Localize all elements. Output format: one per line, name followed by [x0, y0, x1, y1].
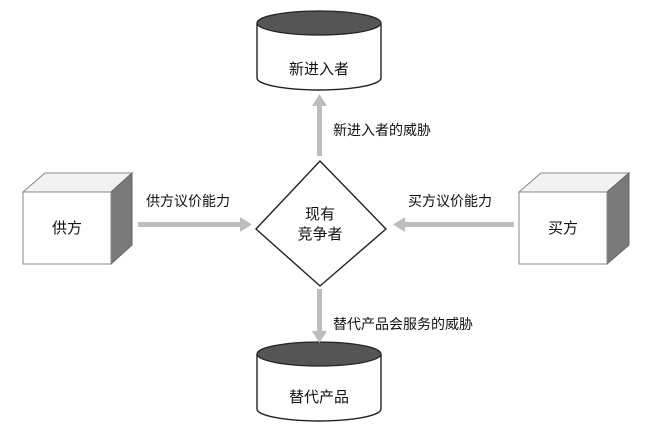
entrant-threat-label: 新进入者的威胁	[333, 123, 431, 139]
new-entrants-label: 新进入者	[288, 60, 349, 78]
supplier-power-label: 供方议价能力	[146, 194, 230, 210]
new-entrants-cylinder	[256, 10, 382, 91]
substitute-threat-label: 替代产品会服务的威胁	[333, 317, 473, 333]
arrow-to-new-entrants	[312, 94, 327, 156]
rivals-label-line1: 现有	[304, 205, 335, 223]
arrow-from-buyers	[393, 217, 514, 232]
substitutes-cylinder	[256, 341, 382, 422]
buyers-label: 买方	[547, 219, 578, 237]
arrow-from-suppliers	[138, 217, 252, 232]
rivals-diamond	[254, 159, 388, 287]
suppliers-label: 供方	[51, 219, 82, 237]
substitutes-label: 替代产品	[288, 388, 349, 406]
rivals-label-line2: 竞争者	[297, 225, 343, 243]
buyer-power-label: 买方议价能力	[408, 194, 492, 210]
arrow-to-substitutes	[312, 289, 327, 343]
suppliers-cube	[21, 171, 134, 266]
buyers-cube	[517, 171, 631, 266]
